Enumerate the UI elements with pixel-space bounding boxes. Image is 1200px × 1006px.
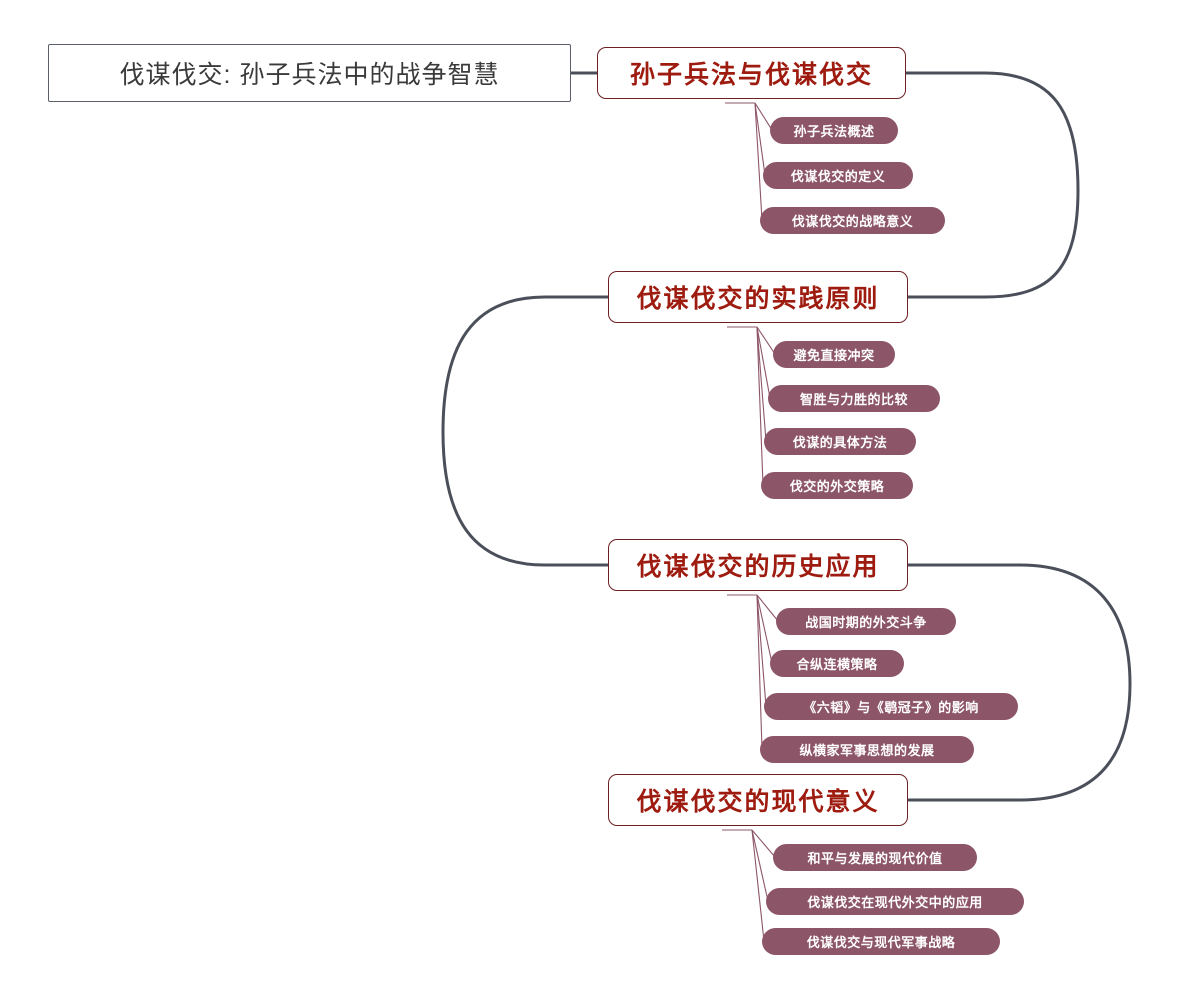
leaf-node-2-2-label: 智胜与力胜的比较 [799,392,908,407]
leaf-node-1-1-label: 孙子兵法概述 [793,124,875,139]
leaf-node-3-3[interactable]: 《六韬》与《鹖冠子》的影响 [764,693,1018,720]
leaf-node-2-1-label: 避免直接冲突 [793,348,875,363]
leaf-node-1-2-label: 伐谋伐交的定义 [790,169,886,184]
leaf-node-4-3[interactable]: 伐谋伐交与现代军事战略 [762,928,1000,955]
leaf-node-1-1[interactable]: 孙子兵法概述 [770,117,898,144]
leaf-node-1-2[interactable]: 伐谋伐交的定义 [763,162,913,189]
leaf-node-2-3[interactable]: 伐谋的具体方法 [764,428,916,455]
branch-node-4-label: 伐谋伐交的现代意义 [636,789,880,816]
branch-node-2-label: 伐谋伐交的实践原则 [636,286,880,313]
branch-node-2[interactable]: 伐谋伐交的实践原则 [608,271,908,323]
leaf-node-4-2-label: 伐谋伐交在现代外交中的应用 [807,895,983,910]
branch-node-3-label: 伐谋伐交的历史应用 [636,554,880,581]
root-node-label: 伐谋伐交: 孙子兵法中的战争智慧 [119,61,500,89]
leaf-node-3-2-label: 合纵连横策略 [796,657,878,672]
branch-node-1-label: 孙子兵法与伐谋伐交 [629,62,873,89]
leaf-node-4-3-label: 伐谋伐交与现代军事战略 [806,935,956,950]
leaf-node-2-3-label: 伐谋的具体方法 [792,435,888,450]
leaf-node-3-3-label: 《六韬》与《鹖冠子》的影响 [803,700,979,715]
leaf-node-3-1[interactable]: 战国时期的外交斗争 [776,608,956,635]
leaf-node-4-1[interactable]: 和平与发展的现代价值 [773,844,977,871]
leaf-node-1-3[interactable]: 伐谋伐交的战略意义 [760,207,945,234]
leaf-node-3-4-label: 纵横家军事思想的发展 [799,743,935,758]
leaf-node-2-2[interactable]: 智胜与力胜的比较 [768,385,940,412]
leaf-node-4-2[interactable]: 伐谋伐交在现代外交中的应用 [766,888,1024,915]
leaf-node-2-1[interactable]: 避免直接冲突 [773,341,895,368]
leaf-node-3-4[interactable]: 纵横家军事思想的发展 [760,736,974,763]
root-node[interactable]: 伐谋伐交: 孙子兵法中的战争智慧 [48,44,571,102]
leaf-node-3-2[interactable]: 合纵连横策略 [770,650,904,677]
leaf-node-3-1-label: 战国时期的外交斗争 [805,615,927,630]
leaf-node-4-1-label: 和平与发展的现代价值 [807,851,943,866]
leaf-node-2-4-label: 伐交的外交策略 [789,479,885,494]
branch-node-4[interactable]: 伐谋伐交的现代意义 [608,774,908,826]
branch-node-3[interactable]: 伐谋伐交的历史应用 [608,539,908,591]
leaf-node-1-3-label: 伐谋伐交的战略意义 [791,214,914,229]
branch-node-1[interactable]: 孙子兵法与伐谋伐交 [597,47,906,99]
leaf-node-2-4[interactable]: 伐交的外交策略 [761,472,913,499]
